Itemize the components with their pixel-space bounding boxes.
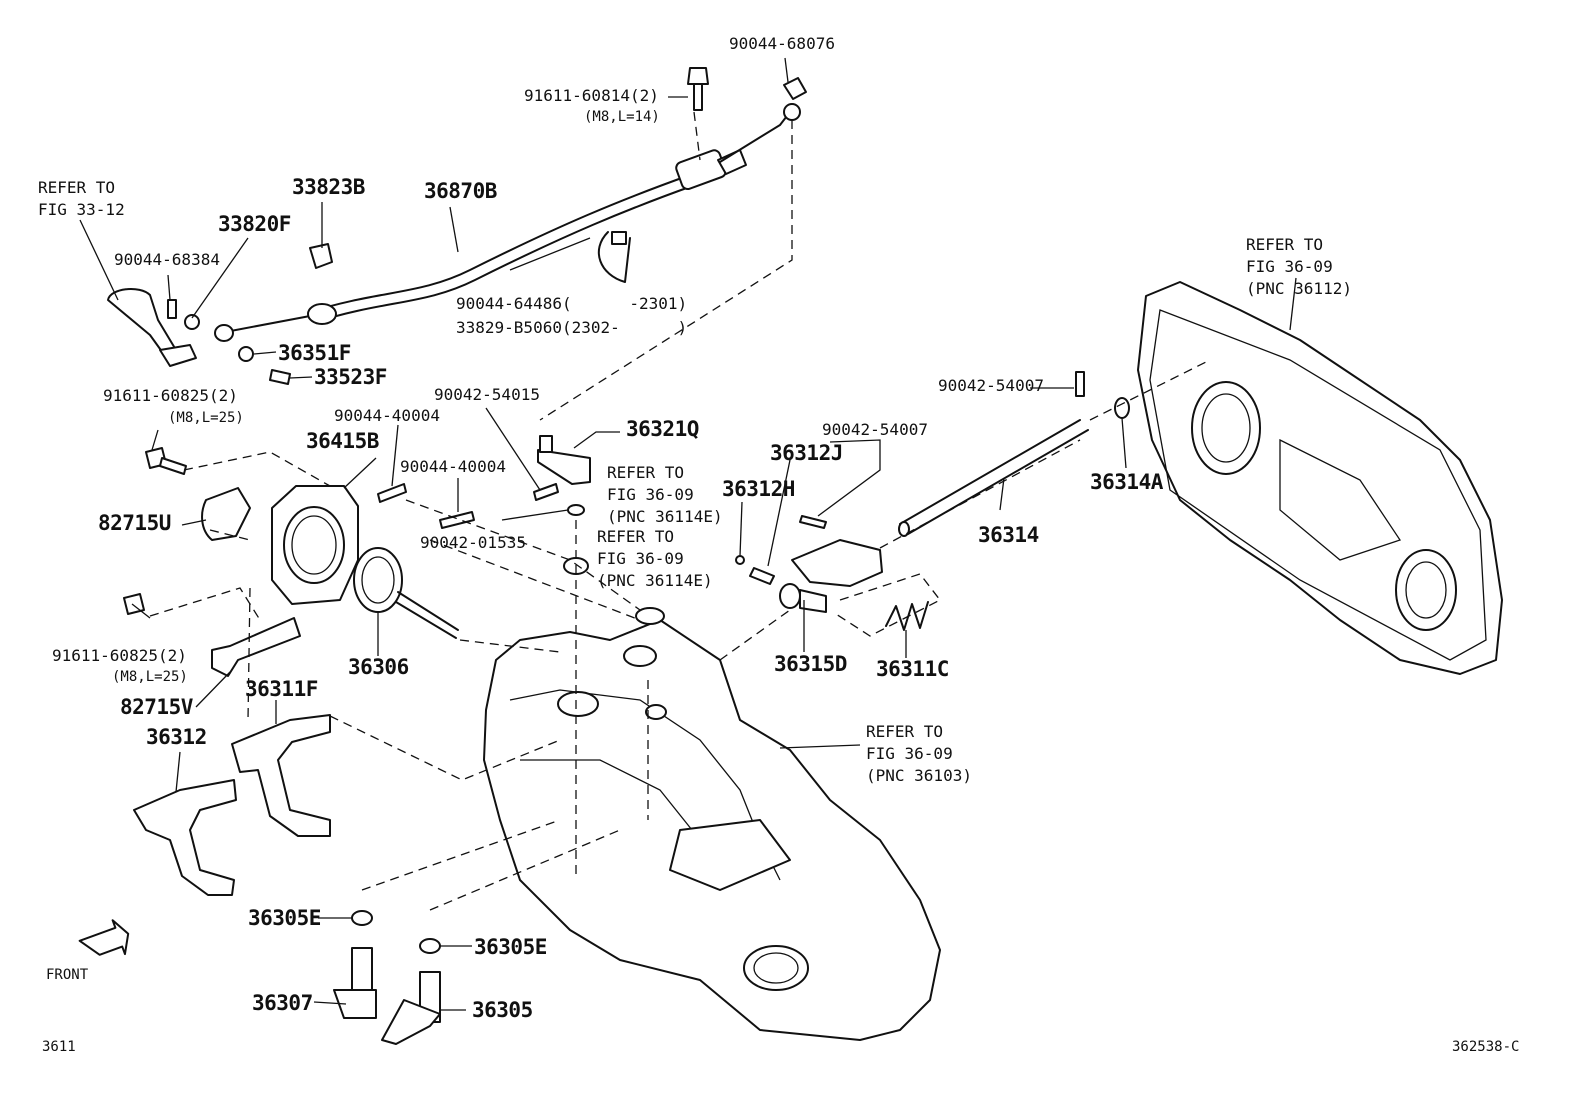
reference-note: FIG 36-09: [866, 744, 953, 763]
part-label: 82715U: [98, 511, 171, 535]
snap-ring-36305e-a: [351, 910, 373, 926]
shift-fork-36311f: [231, 714, 331, 837]
part-label: 36306: [348, 655, 409, 679]
lever-36321q: [537, 435, 591, 485]
part-label: 36314: [978, 523, 1039, 547]
bracket-82715v: [211, 617, 301, 677]
part-label: 90044-64486( -2301): [456, 294, 688, 313]
washer-33820f: [184, 314, 200, 330]
part-label: 36321Q: [626, 417, 699, 441]
reference-note: REFER TO: [607, 463, 685, 482]
part-label: 90042-01535: [420, 533, 526, 552]
reference-note: REFER TO: [38, 178, 116, 197]
part-label: 91611-60825(2): [103, 386, 238, 405]
pin-90044-40004-b: [439, 511, 475, 529]
ball-36312j: [735, 555, 745, 565]
part-label: 91611-60825(2): [52, 646, 187, 665]
reference-note: (PNC 36103): [866, 766, 972, 785]
lever-refer-33-12: [107, 288, 197, 367]
pin-90042-54007-a: [1075, 371, 1085, 397]
bracket-82715u: [201, 487, 251, 541]
reference-note: (PNC 36114E): [607, 507, 723, 526]
part-label: 36870B: [424, 179, 497, 203]
pin-90042-54015: [533, 483, 559, 501]
part-label: 33820F: [218, 212, 291, 236]
part-label: 90042-54007: [938, 376, 1044, 395]
part-label: 90042-54015: [434, 385, 540, 404]
spring-36312h: [749, 567, 775, 585]
washer-90042-01535: [567, 504, 585, 516]
assembly-lines: [149, 111, 1211, 911]
part-label: 33829-B5060(2302- ): [456, 318, 688, 337]
reference-note: FIG 36-09: [1246, 257, 1333, 276]
reference-note: FIG 33-12: [38, 200, 125, 219]
lever-36305: [381, 971, 441, 1045]
part-label: 36315D: [774, 652, 847, 676]
clip-33823b: [309, 243, 333, 269]
shift-head-36315d: [779, 539, 883, 613]
rear-cover: [1137, 281, 1503, 675]
part-spec: (M8,L=14): [584, 109, 660, 125]
part-label: 91611-60814(2): [524, 86, 659, 105]
reference-note: FIG 36-09: [607, 485, 694, 504]
reference-note: (PNC 36112): [1246, 279, 1352, 298]
part-label: 36311F: [245, 677, 318, 701]
reference-note: FIG 36-09: [597, 549, 684, 568]
pin-90044-40004-a: [377, 483, 407, 503]
part-label: 90044-68076: [729, 34, 835, 53]
bolt-91611-60814: [687, 67, 709, 111]
o-ring-36314a: [1114, 397, 1130, 419]
part-label: 90042-54007: [822, 420, 928, 439]
front-arrow-icon: [78, 919, 130, 956]
part-label: 36305: [472, 998, 533, 1022]
pin-90044-68384: [167, 299, 177, 319]
bolt-91611-60825-upper: [145, 447, 187, 475]
part-spec: (M8,L=25): [112, 669, 188, 685]
part-label: 90044-40004: [334, 406, 440, 425]
reference-note: REFER TO: [597, 527, 675, 546]
clip-90044-68076: [783, 77, 807, 100]
lever-36307: [333, 947, 377, 1019]
figure-number: 3611: [42, 1039, 76, 1055]
part-label: 36305E: [248, 906, 321, 930]
pin-90042-54007-b: [799, 515, 827, 529]
spring-36311c: [885, 601, 929, 631]
part-label: 82715V: [120, 695, 193, 719]
part-label: 36314A: [1090, 470, 1163, 494]
part-label: 33523F: [314, 365, 387, 389]
part-label: 33823B: [292, 175, 365, 199]
part-label: 90044-68384: [114, 250, 220, 269]
part-label: 36305E: [474, 935, 547, 959]
shift-fork-36312: [133, 779, 237, 896]
part-label: 36311C: [876, 657, 949, 681]
part-label: 36312J: [770, 441, 843, 465]
part-label: 36351F: [278, 341, 351, 365]
pin-33523f: [269, 369, 291, 385]
shaft-36306: [353, 547, 459, 639]
shift-cable-36870b: [214, 103, 801, 342]
part-label: 36307: [252, 991, 313, 1015]
part-spec: (M8,L=25): [168, 410, 244, 426]
leader-lines: [79, 57, 1297, 1011]
part-label: 36312: [146, 725, 207, 749]
part-label: 36312H: [722, 477, 795, 501]
retainer-36415b: [271, 485, 359, 605]
transfer-case-housing: [483, 607, 941, 1041]
reference-note: REFER TO: [1246, 235, 1324, 254]
washer-36351f: [238, 346, 254, 362]
reference-note: REFER TO: [866, 722, 944, 741]
snap-ring-36305e-b: [419, 938, 441, 954]
part-label: 36415B: [306, 429, 379, 453]
part-label: 90044-40004: [400, 457, 506, 476]
cable-clamp-90044-64486: [597, 231, 631, 283]
front-direction-label: FRONT: [46, 967, 89, 983]
reference-note: (PNC 36114E): [597, 571, 713, 590]
illustration-id: 362538-C: [1452, 1039, 1520, 1055]
